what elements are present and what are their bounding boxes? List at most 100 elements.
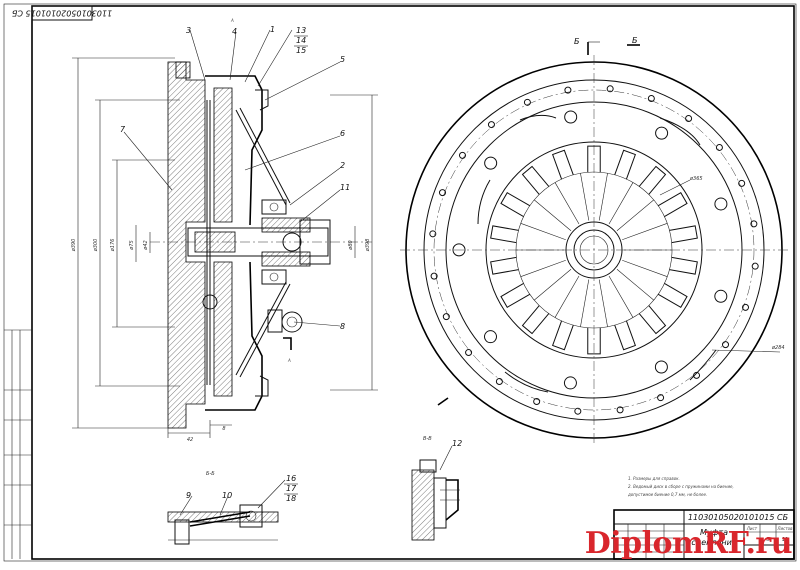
callout-12: 12 (452, 439, 462, 448)
finger-line (608, 182, 634, 225)
section-callouts: 3 4 1 13 14 15 5 6 2 11 7 8 А А (120, 18, 350, 363)
finger-slot (587, 145, 601, 173)
bolt-hole (574, 407, 582, 415)
finger-slot (657, 192, 688, 217)
spring-rivet (655, 126, 669, 140)
bolt-hole (458, 151, 466, 159)
callout-2: 2 (340, 161, 345, 170)
spring-rivet (563, 376, 577, 390)
finger-slot (521, 165, 550, 195)
finger-slot (638, 305, 667, 335)
bolt-hole (495, 378, 503, 386)
spring-rivet (564, 110, 578, 124)
note-3: допустимое биение 0,7 мм, не более. (627, 492, 707, 497)
callout-7: 7 (120, 125, 126, 134)
finger-line (622, 223, 668, 241)
sheet-count-label: Листов (777, 526, 794, 531)
dim-spline: ø75 (129, 240, 135, 250)
inner-frame (31, 5, 795, 560)
finger-line (598, 279, 608, 327)
section-dimensions: ø390 ø300 ø176 ø75 ø42 ø80 ø398 42 8 (71, 57, 378, 443)
finger-line (622, 259, 668, 277)
bolt-holes (429, 85, 759, 415)
callout-9: 9 (186, 491, 191, 500)
finger-slot (500, 192, 531, 217)
spring-rivet (714, 289, 728, 303)
finger-line (608, 275, 634, 318)
dim-hub: ø176 (110, 239, 116, 253)
bolt-hole (715, 143, 723, 151)
title-line-1: Муфта (700, 528, 728, 537)
dim-bearing: ø80 (348, 240, 354, 250)
dim-pcd: ø284 (771, 345, 785, 351)
finger-slot (551, 149, 574, 180)
bolt-hole (487, 121, 495, 129)
note-2: 2. Ведомый диск в сборе с пружинами на б… (628, 484, 734, 489)
callout-14: 14 (296, 36, 306, 45)
spring-rivet (484, 156, 498, 170)
section-view (150, 61, 372, 429)
finger-line (616, 269, 654, 301)
finger-slot (490, 256, 519, 275)
bolt-hole (685, 114, 693, 122)
section-b-right: Б (632, 36, 638, 45)
finger-slot (500, 283, 531, 308)
rotated-code: 11030105020101015 СБ (11, 9, 112, 18)
leader-lines (123, 29, 341, 327)
section-b-top: Б (574, 37, 580, 46)
section-vv-label: В-В (423, 436, 432, 442)
dim-42: 42 (187, 437, 193, 443)
section-vv: В-В 12 (411, 436, 462, 541)
outer-border (3, 3, 797, 562)
section-bb: Б-Б 9 10 16 17 18 (167, 471, 298, 545)
dim-shaft: ø42 (143, 240, 149, 250)
callout-1: 1 (270, 25, 275, 34)
bolt-hole (438, 189, 446, 197)
bolt-hole (722, 341, 730, 349)
spring-rivet (452, 243, 466, 257)
callout-13: 13 (296, 26, 306, 35)
dim-8: 8 (222, 426, 225, 432)
diaphragm-fingers (490, 145, 698, 355)
bolt-hole (742, 303, 750, 311)
callout-10: 10 (222, 491, 232, 500)
finger-line (580, 279, 590, 327)
stage: 5 (766, 537, 769, 543)
callout-17: 17 (286, 484, 297, 493)
bolt-hole (738, 179, 746, 187)
bolt-hole (657, 394, 665, 402)
finger-slot (638, 165, 667, 195)
finger-slot (490, 225, 519, 244)
spring-rivet (654, 360, 668, 374)
bolt-hole (647, 94, 655, 102)
bolt-hole (564, 86, 572, 94)
finger-line (534, 269, 572, 301)
finger-line (580, 173, 590, 221)
finger-slot (669, 225, 698, 244)
finger-slot (521, 305, 550, 335)
finger-line (520, 223, 566, 241)
callout-5: 5 (340, 55, 345, 64)
finger-line (598, 173, 608, 221)
bolt-hole (606, 85, 614, 93)
finger-slot (614, 149, 637, 180)
code-box (31, 5, 93, 21)
bolt-hole (523, 98, 531, 106)
dim-bolt: ø365 (689, 176, 703, 182)
bolt-hole (750, 220, 758, 228)
bolt-hole (430, 272, 438, 280)
stamp-code: 11030105020101015 СБ (688, 513, 789, 522)
bolt-hole (751, 262, 759, 270)
finger-slot (669, 256, 698, 275)
title-line-2: сцепления (691, 538, 736, 547)
sheet-label: Лист (746, 526, 758, 531)
section-a-bottom: А (287, 358, 291, 363)
bolt-hole (616, 406, 624, 414)
dim-outer: ø390 (71, 239, 77, 253)
finger-line (534, 199, 572, 231)
title-block: 11030105020101015 СБ Муфта сцепления Лис… (613, 509, 795, 560)
callout-15: 15 (296, 46, 306, 55)
callout-8: 8 (340, 322, 345, 331)
